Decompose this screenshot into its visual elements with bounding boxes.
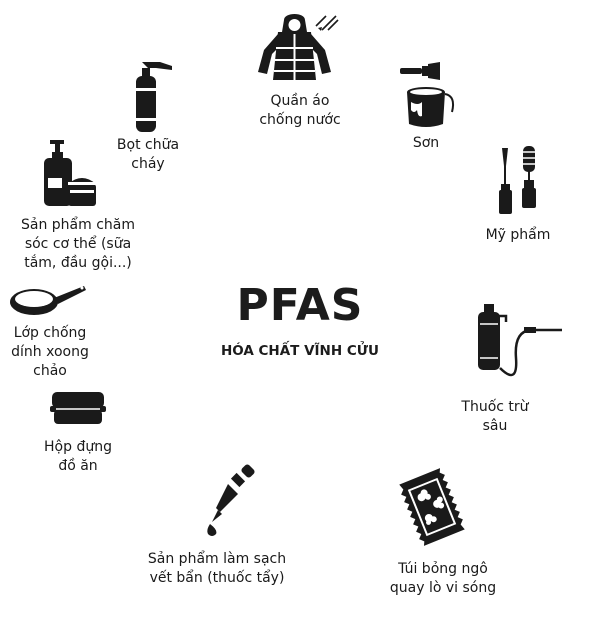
mascara-icon bbox=[494, 140, 544, 216]
dropper-icon bbox=[198, 462, 258, 536]
raincoat-icon bbox=[250, 10, 345, 88]
sprayer-icon bbox=[470, 302, 566, 382]
fire-extinguisher-icon bbox=[126, 58, 174, 134]
lotion-bottle-icon bbox=[38, 136, 100, 210]
center-title: PFAS bbox=[236, 280, 364, 331]
food-container-icon bbox=[48, 388, 108, 428]
center-subtitle: HÓA CHẤT VĨNH CỬU bbox=[220, 343, 380, 359]
label-cosmetics: Mỹ phẩm bbox=[485, 227, 551, 243]
label-paint: Sơn bbox=[412, 135, 440, 151]
paint-bucket-icon bbox=[398, 60, 460, 130]
frying-pan-icon bbox=[8, 282, 88, 322]
popcorn-bag-icon bbox=[392, 464, 472, 550]
